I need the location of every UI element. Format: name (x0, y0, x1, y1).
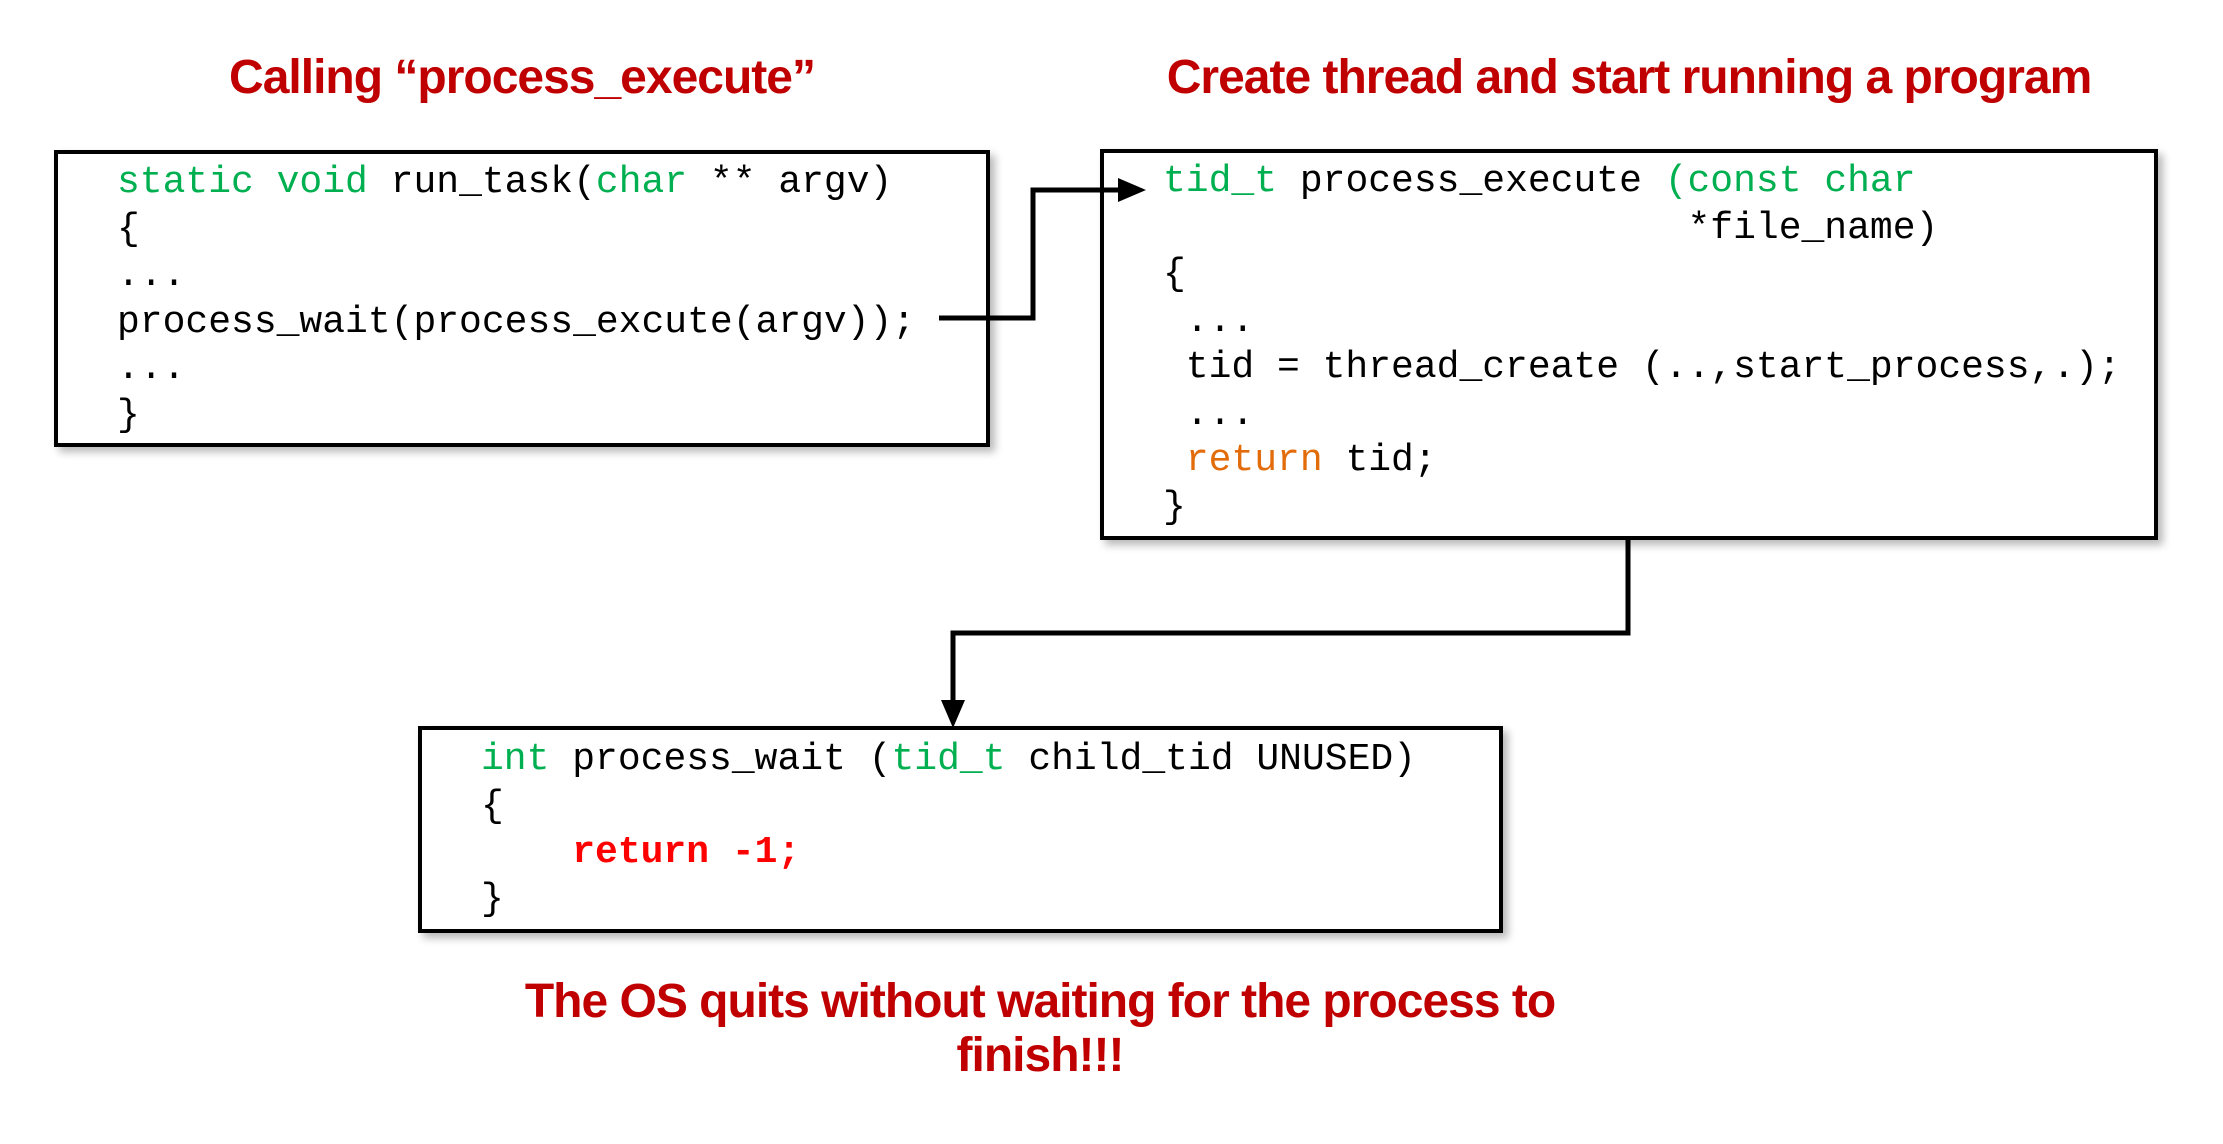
code-line: ... (1163, 299, 1255, 343)
right-panel-title: Create thread and start running a progra… (1166, 51, 2093, 104)
code-line: *file_name) (1163, 206, 1939, 250)
calling-process-execute-box: static void run_task(char ** argv){...pr… (54, 150, 990, 447)
code-line: tid = thread_create (..,start_process,.)… (1163, 346, 2121, 389)
code-line: return -1; (572, 831, 801, 874)
code-line: { (1163, 253, 1186, 296)
code-line: ... (117, 347, 186, 390)
bottom-caption-line2: finish!!! (956, 1029, 1125, 1082)
bottom-caption: The OS quits without waiting for the pro… (420, 975, 1660, 1083)
code-line: process_wait(process_excute(argv)); (117, 300, 916, 344)
code-line: { (481, 784, 504, 828)
code-line: ... (1163, 392, 1255, 436)
process-wait-code: int process_wait (tid_t child_tid UNUSED… (481, 737, 1416, 923)
bottom-caption-line1: The OS quits without waiting for the pro… (524, 975, 1556, 1028)
code-line: return tid; (1185, 439, 1437, 482)
code-line: tid_t process_execute (const char (1163, 160, 1916, 203)
process-wait-box: int process_wait (tid_t child_tid UNUSED… (418, 726, 1503, 933)
code-line: { (117, 207, 140, 251)
process-execute-box: tid_t process_execute (const char *file_… (1100, 149, 2158, 540)
process-execute-code: tid_t process_execute (const char *file_… (1163, 159, 2121, 531)
code-line: } (1163, 485, 1186, 529)
run-task-code: static void run_task(char ** argv){...pr… (117, 160, 915, 439)
code-line: static void run_task(char ** argv) (117, 161, 893, 204)
arrow-execute-to-wait (941, 538, 1631, 728)
code-line: } (481, 877, 504, 921)
code-line: } (117, 393, 140, 437)
left-panel-title: Calling “process_execute” (229, 51, 816, 104)
arrowhead-down-icon (941, 700, 965, 728)
code-line: int process_wait (tid_t child_tid UNUSED… (481, 738, 1416, 781)
code-line: ... (117, 254, 186, 297)
